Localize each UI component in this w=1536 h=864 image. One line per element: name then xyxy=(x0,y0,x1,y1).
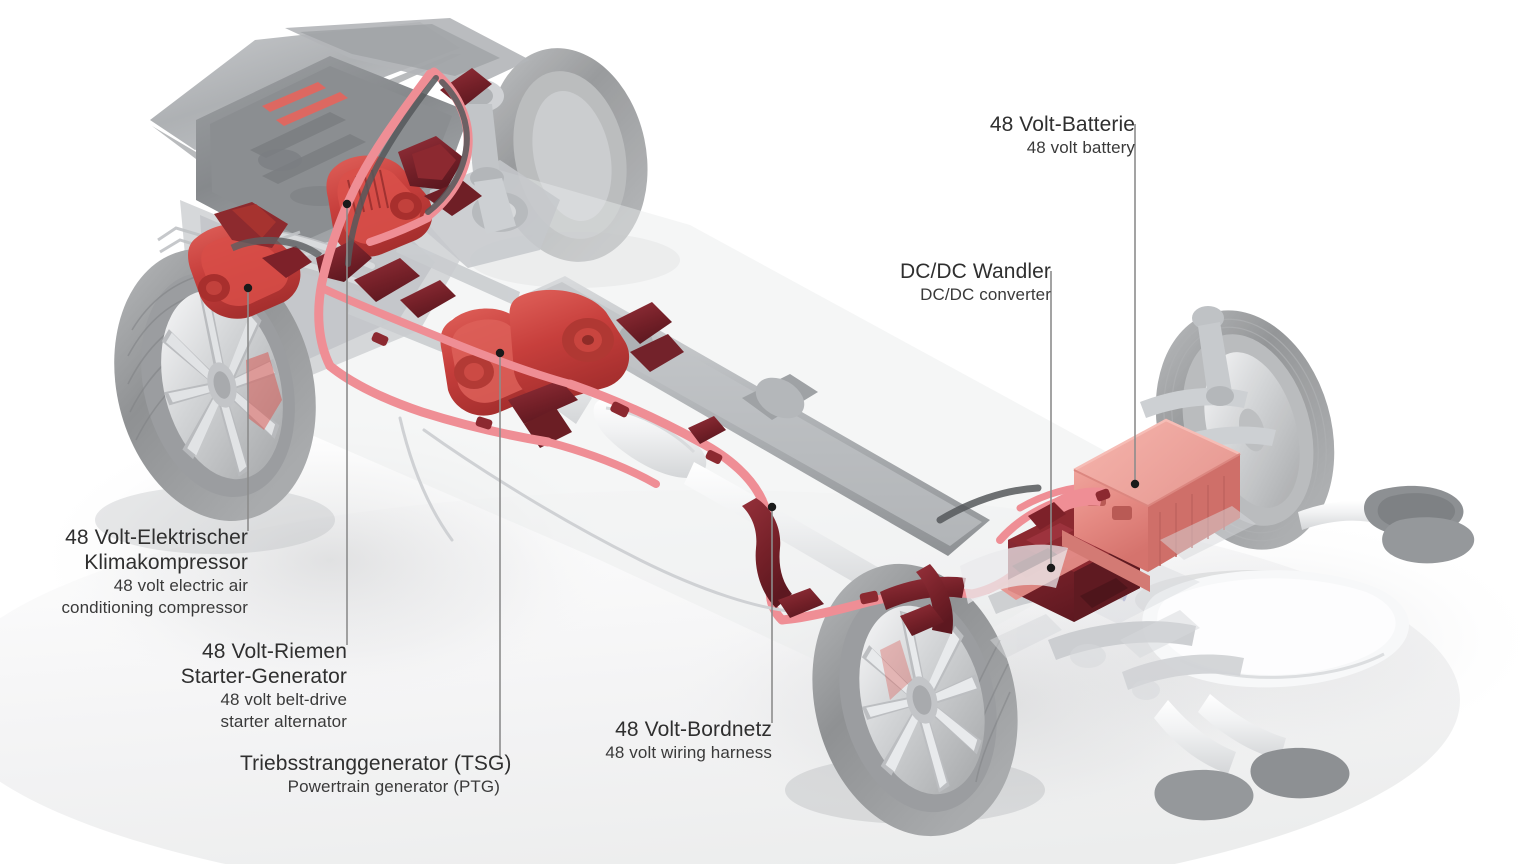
callout-bsg-de-line2: Starter-Generator xyxy=(180,665,347,688)
callout-harness-de: 48 Volt-Bordnetz xyxy=(615,718,772,741)
floor-panel xyxy=(960,544,1068,604)
callout-battery-de: 48 Volt-Batterie xyxy=(989,113,1135,136)
propeller-shaft xyxy=(508,276,990,556)
callout-ac-compressor[interactable]: 48 Volt-Elektrischer Klimakompressor 48 … xyxy=(18,525,248,619)
callout-wiring-harness[interactable]: 48 Volt-Bordnetz 48 volt wiring harness xyxy=(552,717,772,764)
callout-ac-compressor-en-line1: 48 volt electric air xyxy=(113,576,248,595)
callout-bsg-en-line2: starter alternator xyxy=(220,712,347,731)
chassis-details xyxy=(990,506,1256,700)
strut-front-right xyxy=(452,79,516,234)
callout-bsg-en-line1: 48 volt belt-drive xyxy=(220,690,347,709)
callout-battery-en: 48 volt battery xyxy=(1026,138,1135,157)
callout-harness-en: 48 volt wiring harness xyxy=(605,743,772,762)
callout-tsg-en: Powertrain generator (PTG) xyxy=(287,777,500,796)
callout-battery[interactable]: 48 Volt-Batterie 48 volt battery xyxy=(935,112,1135,159)
brake-caliper xyxy=(246,352,282,430)
exhaust-tips xyxy=(1154,485,1475,821)
battery-component xyxy=(1062,418,1241,592)
cable-connectors xyxy=(371,332,879,605)
callout-powertrain-generator[interactable]: Triebsstranggenerator (TSG) Powertrain g… xyxy=(240,751,512,798)
callout-dcdc-de: DC/DC Wandler xyxy=(899,260,1051,283)
harness-brackets-tunnel xyxy=(688,416,966,636)
engine-badge xyxy=(262,82,348,126)
callout-ac-compressor-de-line2: Klimakompressor xyxy=(84,551,248,574)
wheel-front-left xyxy=(114,249,316,521)
battery-connectors xyxy=(1028,487,1111,530)
ac-compressor-component xyxy=(188,202,323,319)
callout-dcdc[interactable]: DC/DC Wandler DC/DC converter xyxy=(851,259,1051,306)
callout-tsg-de: Triebsstranggenerator (TSG) xyxy=(240,752,512,775)
callout-ac-compressor-en-line2: conditioning compressor xyxy=(61,598,248,617)
callout-ac-compressor-de-line1: 48 Volt-Elektrischer xyxy=(65,526,248,549)
harness-brackets-front xyxy=(316,68,492,318)
callout-dcdc-en: DC/DC converter xyxy=(920,285,1051,304)
callout-bsg-de-line1: 48 Volt-Riemen xyxy=(202,640,347,663)
callout-belt-starter-generator[interactable]: 48 Volt-Riemen Starter-Generator 48 volt… xyxy=(117,639,347,733)
wheel-rear-left xyxy=(812,563,1018,837)
